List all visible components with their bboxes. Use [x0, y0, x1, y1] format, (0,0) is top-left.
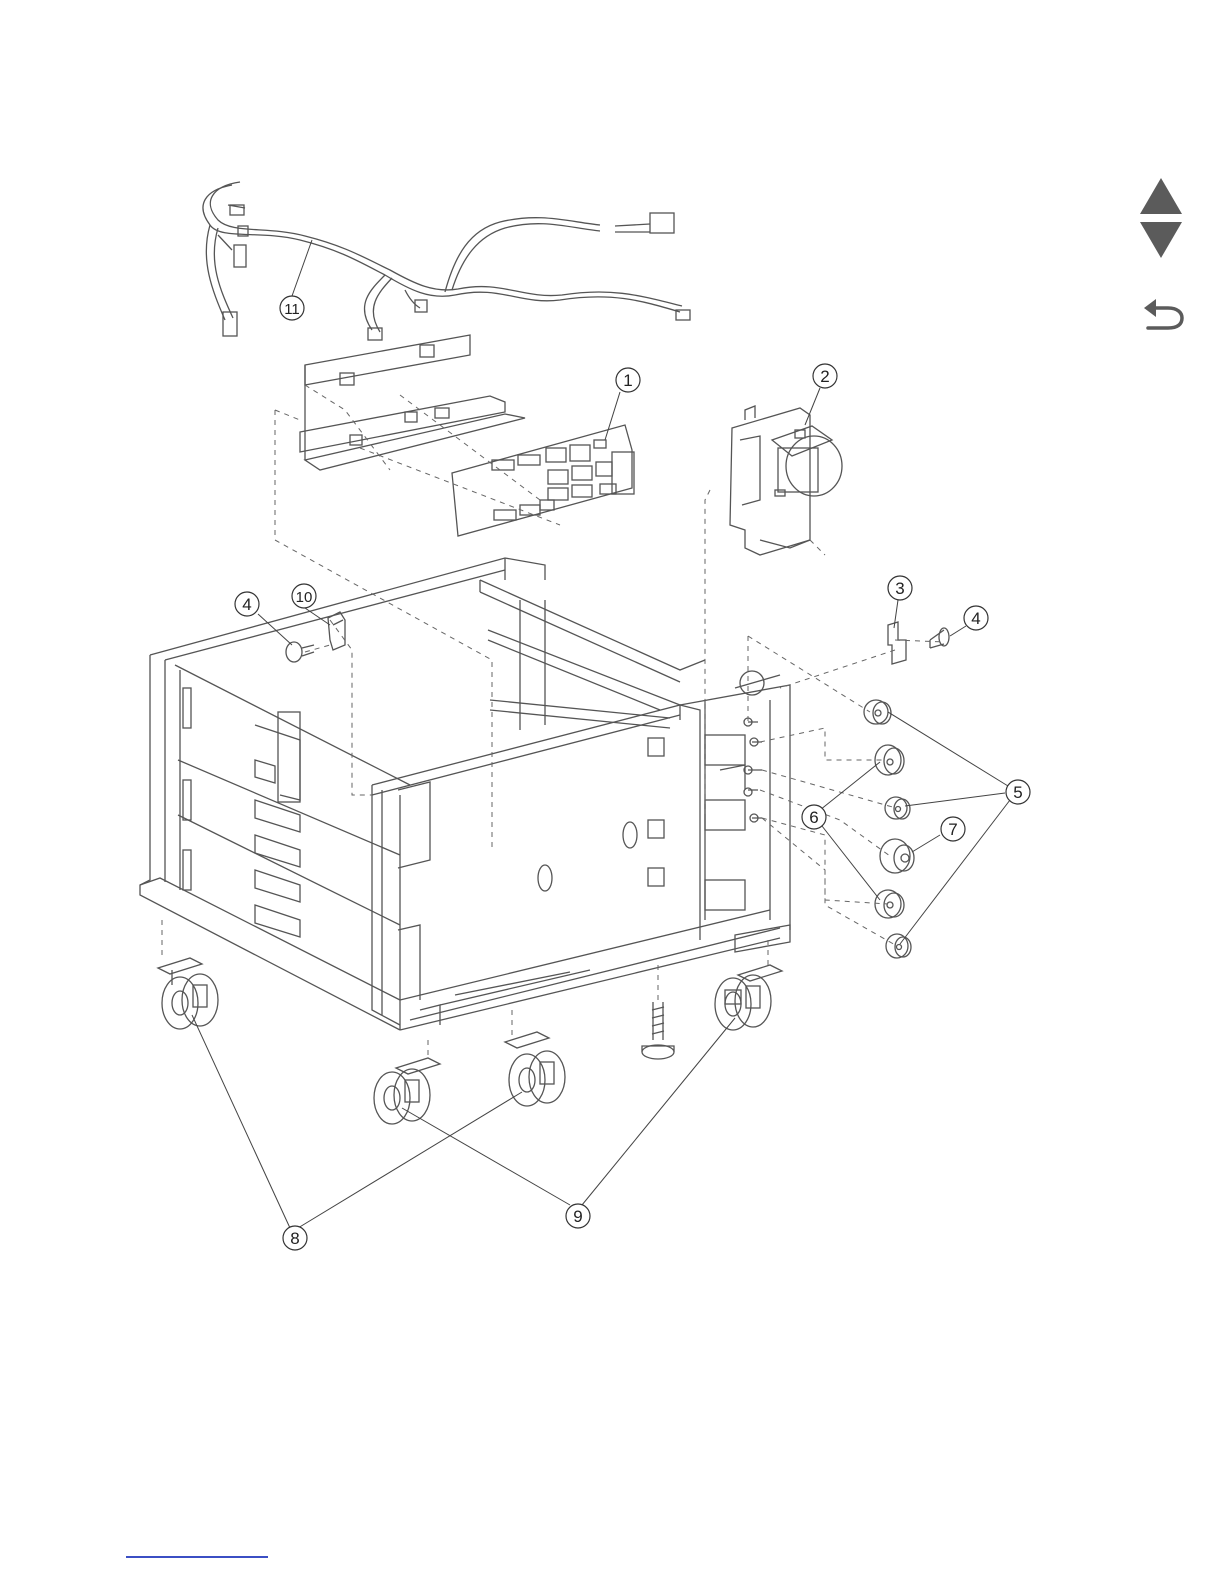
callout-1: 1 — [616, 368, 640, 392]
triangle-down-icon[interactable] — [1138, 220, 1184, 260]
svg-text:9: 9 — [573, 1207, 582, 1226]
gear-shafts — [744, 718, 762, 822]
sensor-bracket — [888, 622, 906, 664]
cabinet-frame — [140, 558, 790, 1030]
motor-assembly — [730, 406, 842, 555]
triangle-up-icon[interactable] — [1138, 176, 1184, 216]
callout-3: 3 — [888, 576, 912, 600]
svg-text:2: 2 — [820, 367, 829, 386]
callout-10: 10 — [292, 584, 316, 608]
gear-set — [864, 700, 914, 958]
callout-5: 5 — [1006, 780, 1030, 804]
callout-11: 11 — [280, 296, 304, 320]
callout-7: 7 — [941, 817, 965, 841]
return-arrow-icon[interactable] — [1140, 296, 1186, 334]
assembly-guides — [162, 385, 945, 1058]
callout-4-right: 4 — [964, 606, 988, 630]
svg-text:8: 8 — [290, 1229, 299, 1248]
svg-text:7: 7 — [948, 820, 957, 839]
svg-text:10: 10 — [296, 589, 313, 606]
footer-link-underline[interactable] — [126, 1556, 268, 1558]
leveling-foot — [642, 1002, 674, 1059]
screw-right — [930, 628, 949, 648]
svg-text:1: 1 — [623, 371, 632, 390]
svg-text:4: 4 — [242, 595, 251, 614]
caster-middle-right — [505, 1032, 565, 1106]
svg-text:4: 4 — [971, 609, 980, 628]
svg-text:5: 5 — [1013, 783, 1022, 802]
callout-4-left: 4 — [235, 592, 259, 616]
screw-left — [286, 642, 314, 662]
leader-lines — [192, 240, 1010, 1228]
caster-front-left — [158, 958, 218, 1029]
svg-text:3: 3 — [895, 579, 904, 598]
caster-middle-left — [374, 1058, 440, 1124]
callout-9: 9 — [566, 1204, 590, 1228]
svg-text:6: 6 — [809, 808, 818, 827]
svg-text:11: 11 — [284, 301, 300, 318]
latch-bracket — [328, 612, 345, 650]
cable-harness — [203, 182, 690, 340]
callout-8: 8 — [283, 1226, 307, 1250]
callout-2: 2 — [813, 364, 837, 388]
callout-6: 6 — [802, 805, 826, 829]
controller-board — [452, 425, 634, 536]
